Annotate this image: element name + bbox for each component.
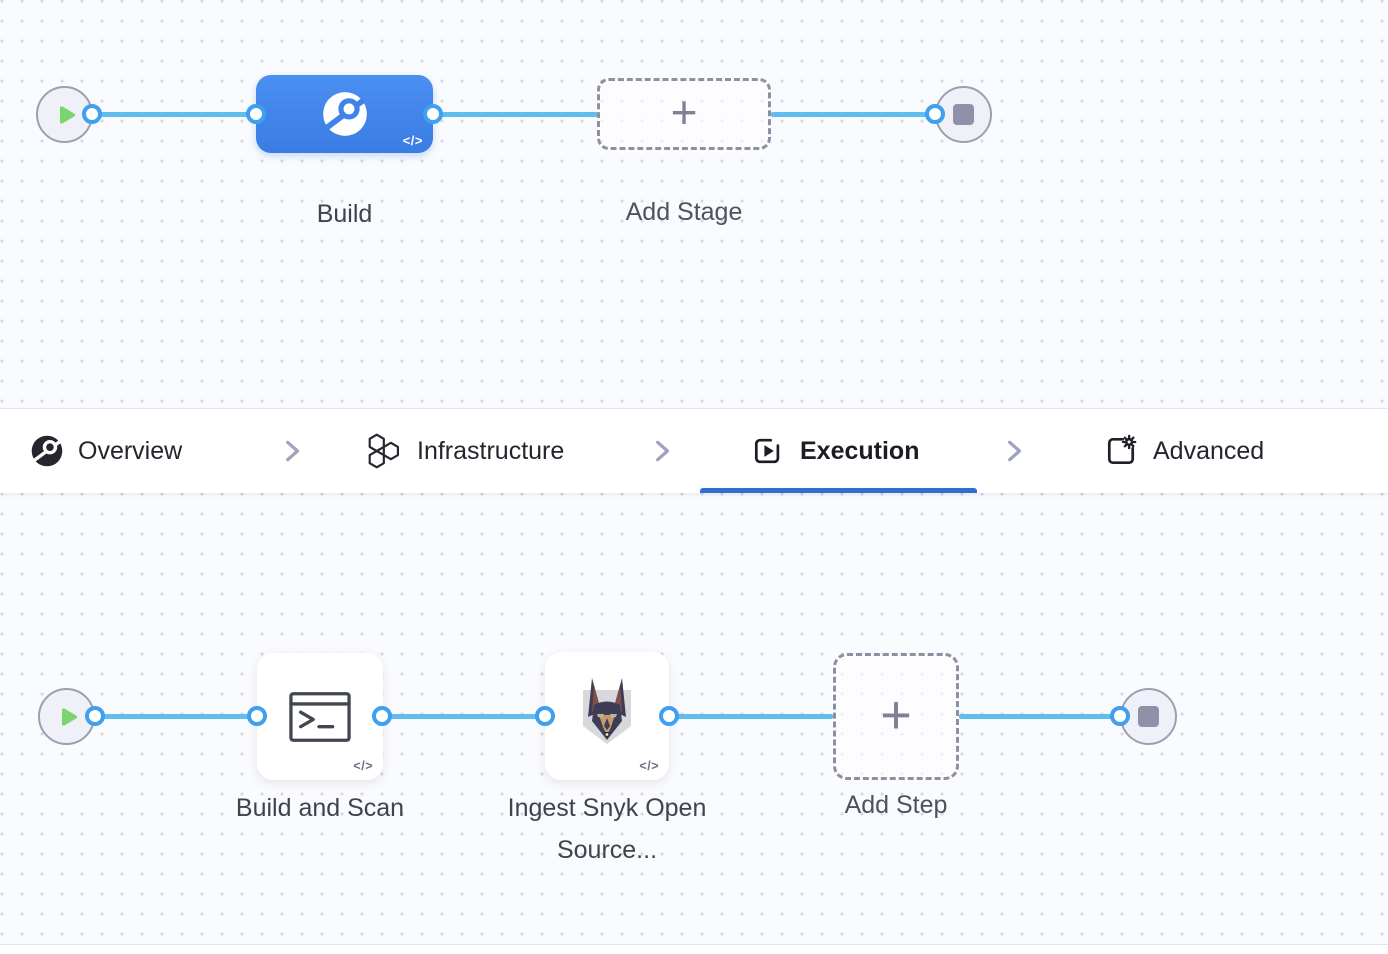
tab-execution[interactable]: Execution	[750, 409, 919, 493]
connector-port[interactable]	[1110, 706, 1130, 726]
connector-port[interactable]	[925, 104, 945, 124]
step-label: Ingest Snyk Open Source...	[507, 794, 707, 864]
pipeline-end-node	[935, 86, 992, 143]
chevron-right-icon	[649, 409, 675, 493]
code-icon: </>	[639, 759, 659, 773]
terminal-icon	[289, 691, 351, 743]
plus-icon: +	[670, 86, 698, 138]
add-step-button[interactable]: +	[833, 653, 959, 780]
connector-port[interactable]	[247, 706, 267, 726]
connector-port[interactable]	[372, 706, 392, 726]
ci-build-icon	[30, 434, 64, 468]
play-icon	[54, 102, 80, 128]
connector-port[interactable]	[246, 104, 266, 124]
add-step-label: Add Step	[844, 791, 948, 819]
play-square-icon	[750, 433, 786, 469]
connector-port[interactable]	[85, 706, 105, 726]
stop-icon	[953, 104, 974, 125]
plus-icon: +	[880, 684, 912, 745]
tab-infrastructure[interactable]: Infrastructure	[365, 409, 564, 493]
tab-label: Infrastructure	[417, 436, 565, 465]
tab-label: Execution	[800, 436, 920, 465]
connector-line	[95, 714, 257, 719]
chevron-right-icon	[1001, 409, 1027, 493]
add-stage-button[interactable]: +	[597, 78, 771, 150]
stage-canvas: </> + Build Add Stage	[0, 0, 1388, 408]
bottom-panel-edge	[0, 944, 1388, 954]
connector-line	[92, 112, 256, 117]
stage-config-tabbar: Overview Infrastructure	[0, 408, 1388, 493]
ci-build-icon	[322, 91, 368, 137]
tab-advanced[interactable]: Advanced	[1103, 409, 1264, 493]
connector-line	[382, 714, 545, 719]
connector-port[interactable]	[82, 104, 102, 124]
hexagons-icon	[365, 432, 403, 470]
connector-line	[433, 112, 598, 117]
stage-label: Build	[316, 200, 373, 228]
stop-icon	[1138, 706, 1159, 727]
square-gear-icon	[1103, 433, 1139, 469]
snyk-doberman-icon	[574, 674, 640, 750]
connector-port[interactable]	[659, 706, 679, 726]
play-icon	[56, 704, 82, 730]
execution-canvas: </> </>	[0, 493, 1388, 944]
step-label: Build and Scan	[235, 794, 405, 822]
connector-line	[959, 714, 1120, 719]
execution-start-node	[38, 688, 95, 745]
tab-label: Overview	[78, 436, 183, 465]
connector-port[interactable]	[423, 104, 443, 124]
build-stage-node[interactable]: </>	[256, 75, 433, 153]
code-icon: </>	[353, 759, 373, 773]
step-build-and-scan[interactable]: </>	[257, 653, 383, 780]
connector-line	[669, 714, 833, 719]
step-ingest-snyk[interactable]: </>	[545, 652, 669, 780]
connector-port[interactable]	[535, 706, 555, 726]
chevron-right-icon	[279, 409, 305, 493]
tab-overview[interactable]: Overview	[30, 409, 182, 493]
add-stage-label: Add Stage	[625, 198, 743, 226]
active-tab-underline	[700, 488, 977, 493]
gear-part	[1121, 434, 1137, 450]
connector-line	[771, 112, 936, 117]
code-icon: </>	[402, 133, 423, 148]
tab-label: Advanced	[1153, 436, 1265, 465]
